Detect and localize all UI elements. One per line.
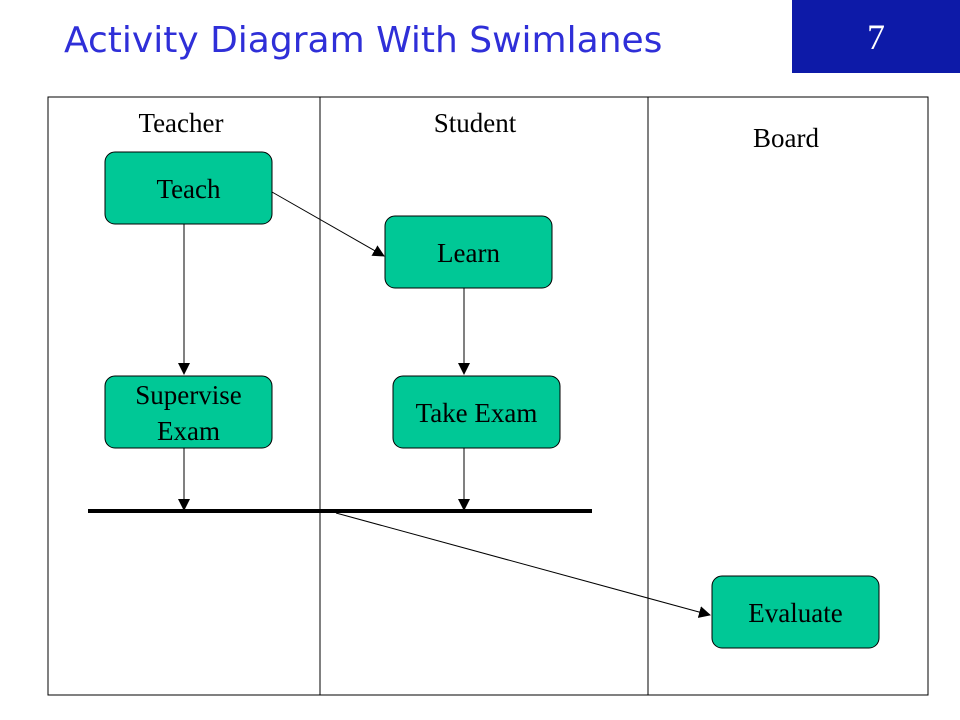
- lane-label-board: Board: [753, 123, 819, 153]
- activity-evaluate: Evaluate: [711, 575, 880, 649]
- activity-supervise-exam-box: [104, 375, 273, 449]
- activity-supervise-exam-label-line1: Supervise: [135, 380, 242, 410]
- activity-take-exam-label: Take Exam: [416, 398, 538, 428]
- activity-teach: Teach: [104, 151, 273, 225]
- activity-learn-box: [384, 215, 553, 289]
- activity-teach-label: Teach: [156, 174, 221, 204]
- page-number: 7: [867, 16, 885, 57]
- activity-evaluate-label: Evaluate: [748, 598, 842, 628]
- transition-teach-to-learn: [271, 191, 385, 257]
- activity-take-exam: Take Exam: [392, 375, 561, 449]
- slide-title: Activity Diagram With Swimlanes: [64, 20, 663, 61]
- page-number-box: 7: [792, 0, 960, 73]
- activity-supervise-exam-label-line2: Exam: [157, 416, 220, 446]
- activity-take-exam-box: [392, 375, 561, 449]
- activity-learn-label: Learn: [437, 238, 500, 268]
- activity-supervise-exam: Supervise Exam: [104, 375, 273, 449]
- activity-evaluate-box: [711, 575, 880, 649]
- activity-learn: Learn: [384, 215, 553, 289]
- activity-teach-box: [104, 151, 273, 225]
- lane-label-teacher: Teacher: [138, 108, 223, 138]
- transition-join-to-evaluate: [335, 512, 711, 618]
- swimlane-frame: [47, 96, 929, 696]
- lane-label-student: Student: [434, 108, 517, 138]
